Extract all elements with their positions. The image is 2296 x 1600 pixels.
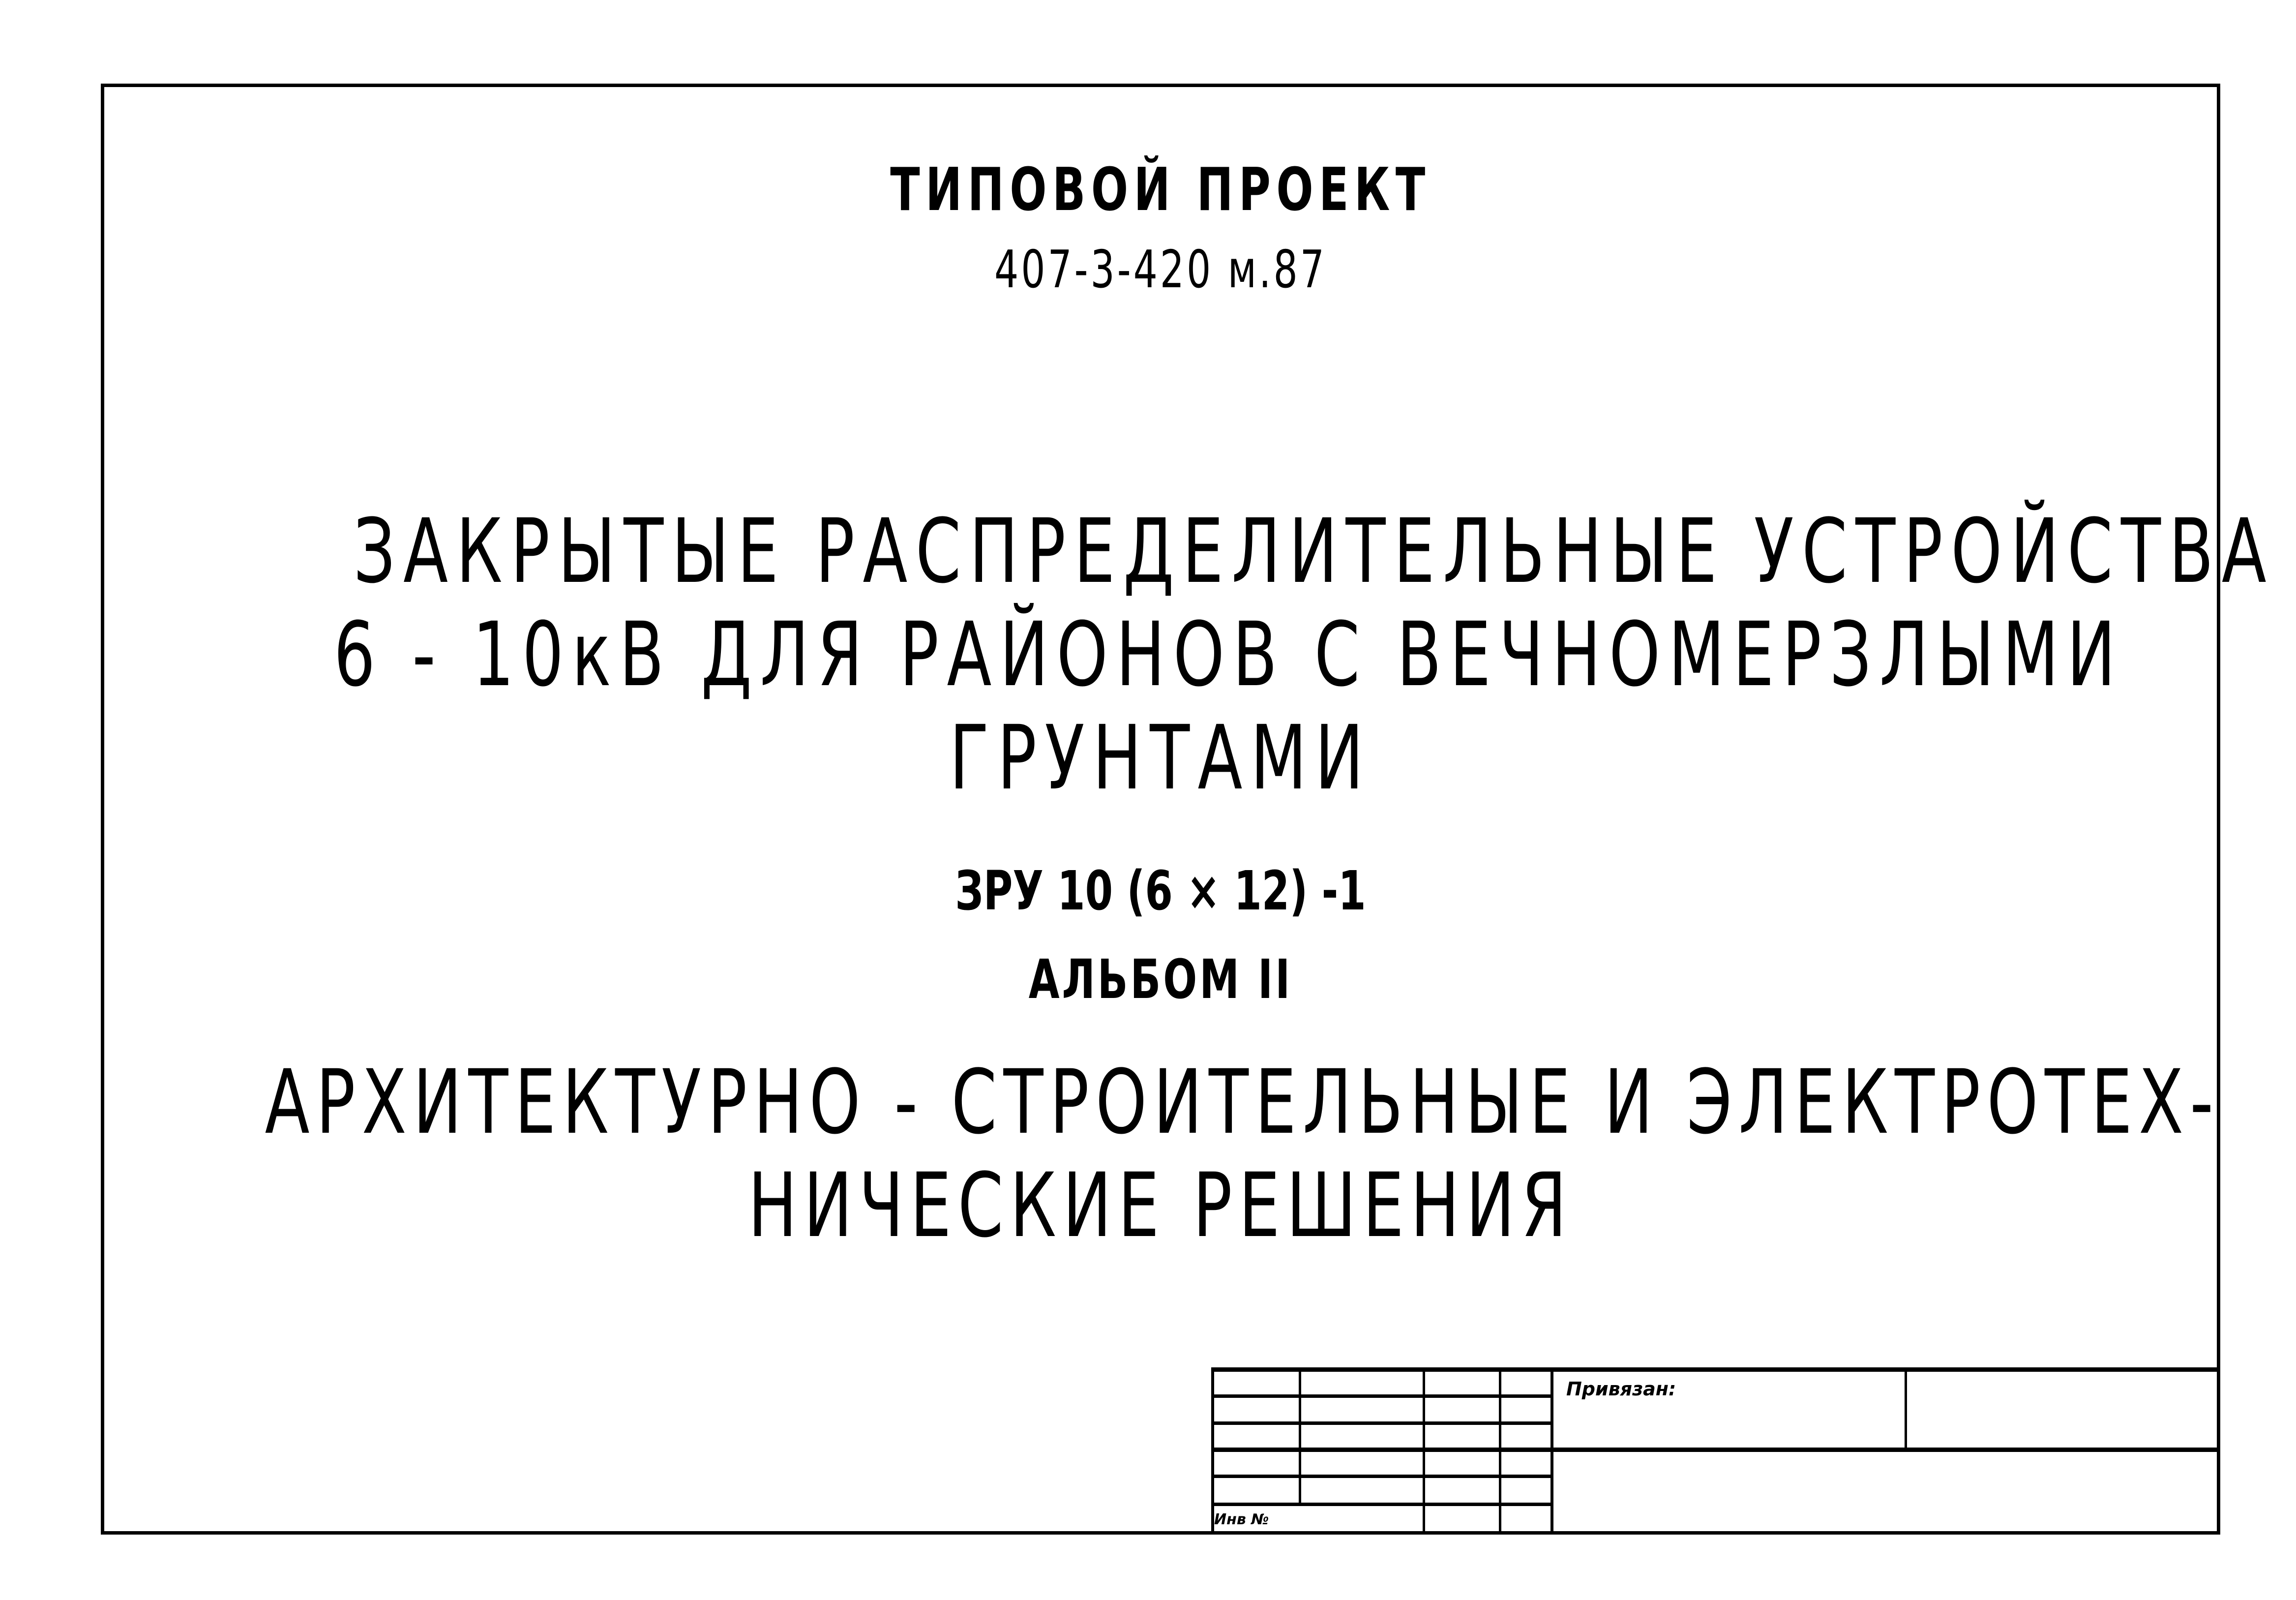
tb-line [1211, 1503, 1552, 1506]
title-line-1: ЗАКРЫТЫЕ РАСПРЕДЕЛИТЕЛЬНЫЕ УСТРОЙСТВА [353, 500, 2275, 603]
title-line-3: ГРУНТАМИ [949, 707, 1372, 810]
album-label: АЛЬБОМ II [1028, 948, 1293, 1011]
tb-line [1211, 1448, 2219, 1452]
project-code: ЗРУ 10 (6 × 12) -1 [955, 859, 1366, 922]
project-number: 407-3-420 м.87 [994, 240, 1327, 300]
tb-top-border [1211, 1367, 2219, 1372]
title-line-2: 6 - 10кВ ДЛЯ РАЙОНОВ С ВЕЧНОМЕРЗЛЫМИ [333, 604, 2124, 706]
tb-line [1211, 1421, 1552, 1425]
subtitle-line-2: НИЧЕСКИЕ РЕШЕНИЯ [748, 1154, 1573, 1257]
document-type: ТИПОВОЙ ПРОЕКТ [890, 156, 1431, 224]
drawing-frame: ТИПОВОЙ ПРОЕКТ 407-3-420 м.87 ЗАКРЫТЫЕ Р… [101, 84, 2275, 1535]
tb-line [1299, 1367, 1301, 1505]
subtitle-line-1: АРХИТЕКТУРНО - СТРОИТЕЛЬНЫЕ И ЭЛЕКТРОТЕХ… [265, 1051, 2220, 1154]
tb-line [1211, 1475, 1552, 1478]
title-block: Привязан: Инв № [1211, 1367, 2219, 1535]
tb-line [1905, 1367, 1907, 1450]
inventory-label: Инв № [1214, 1511, 1269, 1528]
bound-label: Привязан: [1566, 1378, 1676, 1400]
tb-line [1211, 1394, 1552, 1398]
